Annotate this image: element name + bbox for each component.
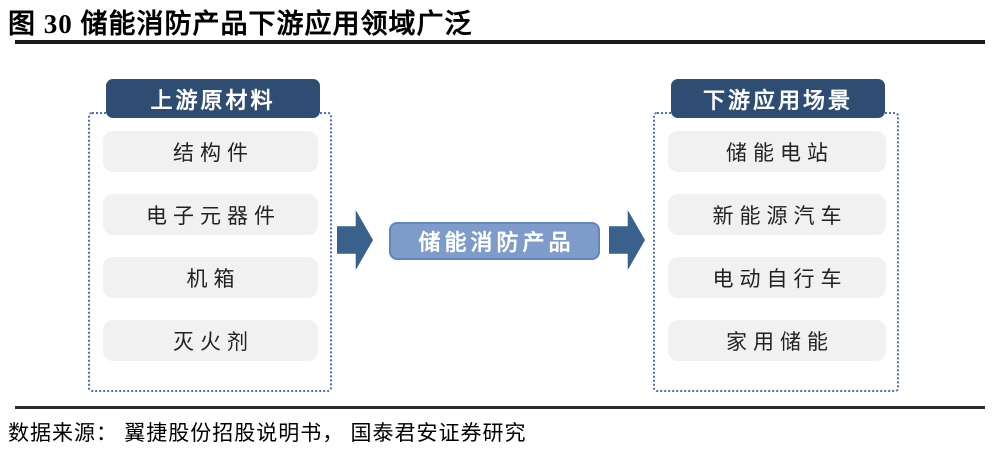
arrow-right-icon — [337, 210, 373, 270]
arrow-right-icon — [609, 210, 645, 270]
footer-divider — [15, 406, 985, 409]
upstream-header: 上游原材料 — [106, 79, 320, 118]
downstream-item: 家用储能 — [668, 320, 886, 361]
figure-title: 图 30 储能消防产品下游应用领域广泛 — [8, 9, 473, 39]
downstream-header: 下游应用场景 — [671, 79, 885, 118]
title-divider — [15, 40, 985, 44]
upstream-item: 结构件 — [103, 131, 318, 172]
downstream-item: 新能源汽车 — [668, 194, 886, 235]
upstream-item: 机箱 — [103, 257, 318, 298]
downstream-item: 电动自行车 — [668, 257, 886, 298]
downstream-item: 储能电站 — [668, 131, 886, 172]
upstream-item: 灭火剂 — [103, 320, 318, 361]
upstream-item: 电子元器件 — [103, 194, 318, 235]
center-product-box: 储能消防产品 — [389, 222, 600, 260]
data-source-note: 数据来源： 翼捷股份招股说明书， 国泰君安证券研究 — [8, 421, 527, 445]
